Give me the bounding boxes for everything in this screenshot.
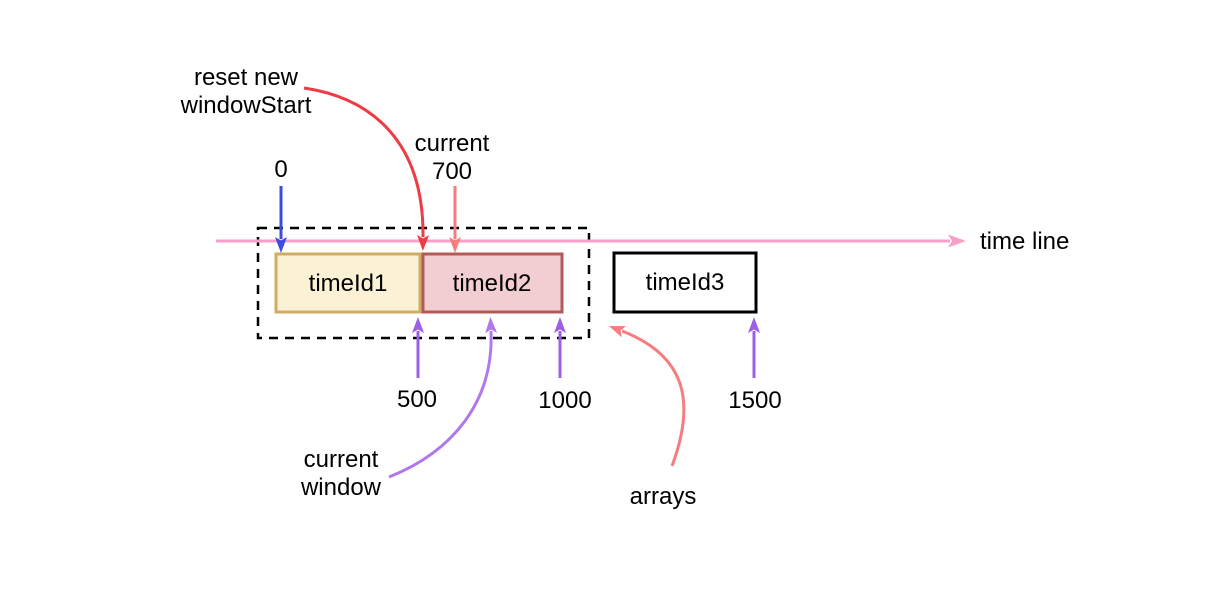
current-700-label: current 700 — [414, 130, 490, 185]
tick-1000-label: 1000 — [538, 387, 592, 414]
reset-windowstart-arrow — [303, 86, 430, 251]
timeid3-label: timeId3 — [645, 269, 725, 296]
current-window-arrow — [388, 317, 498, 479]
tick-1500-label: 1500 — [728, 387, 782, 414]
timeline-label: time line — [980, 228, 1070, 255]
timeid1-box — [274, 252, 422, 314]
arrays-arrow — [608, 325, 686, 467]
timeid2-box — [421, 252, 564, 314]
current-window-label: current window — [300, 446, 382, 501]
timeid2-label: timeId2 — [452, 270, 532, 297]
reset-new-windowstart-label: reset new windowStart — [180, 64, 312, 119]
arrays-label: arrays — [629, 483, 697, 510]
tick-0-label: 0 — [274, 156, 288, 183]
timeid1-label: timeId1 — [308, 270, 388, 297]
tick-500-label: 500 — [396, 386, 438, 413]
timeid3-box — [612, 251, 758, 314]
